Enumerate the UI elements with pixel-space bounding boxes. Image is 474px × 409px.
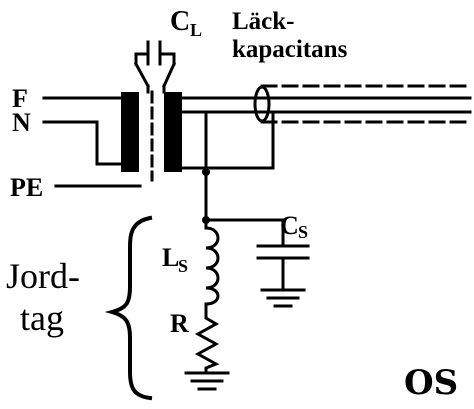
capacitor-cl <box>133 40 176 94</box>
capacitor-cs <box>256 244 310 308</box>
cs-label: C <box>280 211 299 240</box>
inductor-ls <box>204 220 220 314</box>
signature-os: OS <box>404 363 458 403</box>
cl-label: C <box>170 6 190 37</box>
f-label: F <box>12 84 28 113</box>
cl-subscript: L <box>190 20 202 40</box>
r-label: R <box>170 309 189 338</box>
leak-label-line2: kapacitans <box>232 36 348 63</box>
secondary-wiring <box>180 96 275 224</box>
jord-label-line2: tag <box>20 298 64 338</box>
ls-subscript: S <box>178 256 188 276</box>
jord-label-line1: Jord- <box>6 256 80 296</box>
ls-label: L <box>162 243 179 272</box>
ground-r <box>184 371 230 391</box>
resistor-r <box>194 310 220 374</box>
leak-label-line1: Läck- <box>232 8 295 35</box>
brace <box>104 215 153 401</box>
transformer <box>121 90 182 182</box>
line-n <box>42 120 123 166</box>
junctions <box>202 168 285 248</box>
cs-subscript: S <box>298 222 308 242</box>
n-label: N <box>12 108 31 137</box>
pe-label: PE <box>10 173 43 202</box>
cable <box>253 84 472 124</box>
